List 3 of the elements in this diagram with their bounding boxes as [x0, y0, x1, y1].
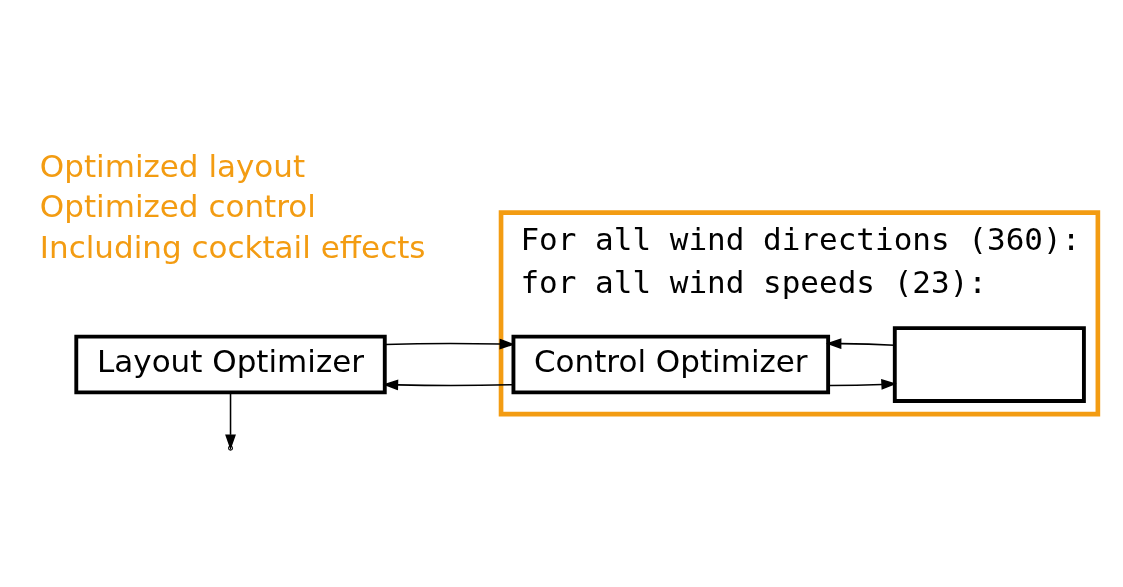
label: Optimized control [39, 188, 316, 225]
label: Including cocktail effects [39, 228, 426, 265]
label: Optimized layout [39, 147, 306, 184]
